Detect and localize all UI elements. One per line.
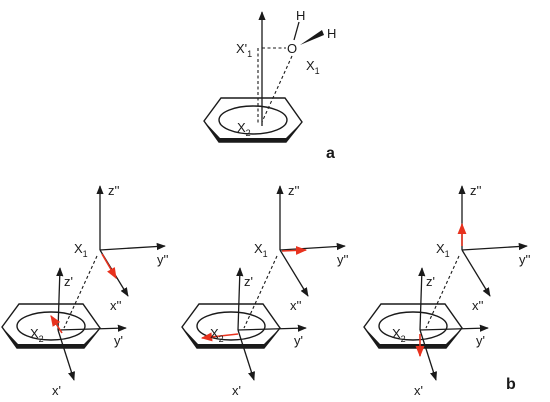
y-double-axis-arrow bbox=[99, 242, 166, 251]
y-double-label: y'' bbox=[519, 252, 530, 267]
x2-label: X2 bbox=[210, 326, 224, 344]
x1-x2-dashed-link bbox=[63, 255, 98, 329]
x-double-axis-arrow bbox=[461, 249, 491, 297]
red-vector-y-double bbox=[281, 245, 308, 255]
x-prime-label: x' bbox=[232, 383, 241, 398]
oh-bond-top bbox=[293, 21, 300, 41]
y-prime-axis-arrow bbox=[57, 324, 127, 332]
z-prime-label: z' bbox=[244, 274, 253, 289]
z-prime-label: z' bbox=[64, 274, 73, 289]
oh-wedge-bond bbox=[300, 30, 324, 45]
projection-dash-to-ring bbox=[261, 55, 293, 123]
x1-label: X1 bbox=[306, 58, 320, 76]
x-prime-axis-arrow bbox=[237, 329, 255, 381]
coordinate-frame-3: z'' y'' x'' X1z' y' x' X2 bbox=[363, 183, 530, 398]
x-double-label: x'' bbox=[110, 298, 121, 313]
x1-x2-dashed-link bbox=[243, 255, 278, 329]
x1-label: X1 bbox=[74, 241, 88, 259]
hydrogen-right-label: H bbox=[327, 26, 336, 41]
z-double-label: z'' bbox=[108, 183, 119, 198]
panel-b-letter: b bbox=[506, 376, 516, 393]
y-double-axis-arrow bbox=[279, 242, 346, 251]
x1-x2-dashed-link bbox=[425, 255, 460, 329]
z-double-label: z'' bbox=[288, 183, 299, 198]
x2-label: X2 bbox=[30, 326, 44, 344]
y-double-label: y'' bbox=[157, 252, 168, 267]
z-double-label: z'' bbox=[470, 183, 481, 198]
z-prime-axis-arrow bbox=[236, 267, 244, 331]
x-double-axis-arrow bbox=[279, 249, 309, 297]
oxygen-label: O bbox=[287, 41, 297, 56]
y-double-axis-arrow bbox=[461, 242, 528, 251]
x2-label: X2 bbox=[392, 326, 406, 344]
x1-prime-label: X'1 bbox=[236, 41, 252, 59]
benzene-ring-a bbox=[203, 97, 303, 143]
z-prime-axis-arrow bbox=[418, 267, 426, 331]
benzene-ring bbox=[181, 303, 281, 349]
coordinate-frame-2: z'' y'' x'' X1z' y' x' X2 bbox=[181, 183, 348, 398]
x-prime-axis-arrow bbox=[57, 329, 75, 381]
panel-a-letter: a bbox=[326, 145, 335, 162]
y-prime-label: y' bbox=[294, 333, 303, 348]
x1-label: X1 bbox=[254, 241, 268, 259]
y-prime-axis-arrow bbox=[237, 324, 307, 332]
x-prime-label: x' bbox=[52, 383, 61, 398]
z-prime-axis-arrow bbox=[56, 267, 64, 331]
x-double-label: x'' bbox=[290, 298, 301, 313]
y-prime-label: y' bbox=[476, 333, 485, 348]
coordinate-frame-1: z'' y'' x'' X1z' y' x' X2 bbox=[1, 183, 168, 398]
z-prime-label: z' bbox=[426, 274, 435, 289]
benzene-ring bbox=[1, 303, 101, 349]
red-vector-x-double bbox=[101, 253, 117, 279]
red-vector-x2 bbox=[50, 315, 63, 334]
panel-a: H H O X'1 X1 X2 a bbox=[203, 8, 336, 162]
y-prime-label: y' bbox=[114, 333, 123, 348]
y-double-label: y'' bbox=[337, 252, 348, 267]
x2-label: X2 bbox=[237, 120, 251, 138]
benzene-ring bbox=[363, 303, 463, 349]
x1-label: X1 bbox=[436, 241, 450, 259]
x-prime-label: x' bbox=[414, 383, 423, 398]
panel-b: z''y''x''X1z'y'x'X2z''y''x''X1z'y'x'X2z'… bbox=[1, 183, 530, 398]
x-prime-axis-arrow bbox=[419, 329, 437, 381]
hydrogen-top-label: H bbox=[296, 8, 305, 23]
red-vector-x2 bbox=[200, 332, 239, 342]
y-prime-axis-arrow bbox=[419, 324, 489, 332]
x-double-label: x'' bbox=[472, 298, 483, 313]
